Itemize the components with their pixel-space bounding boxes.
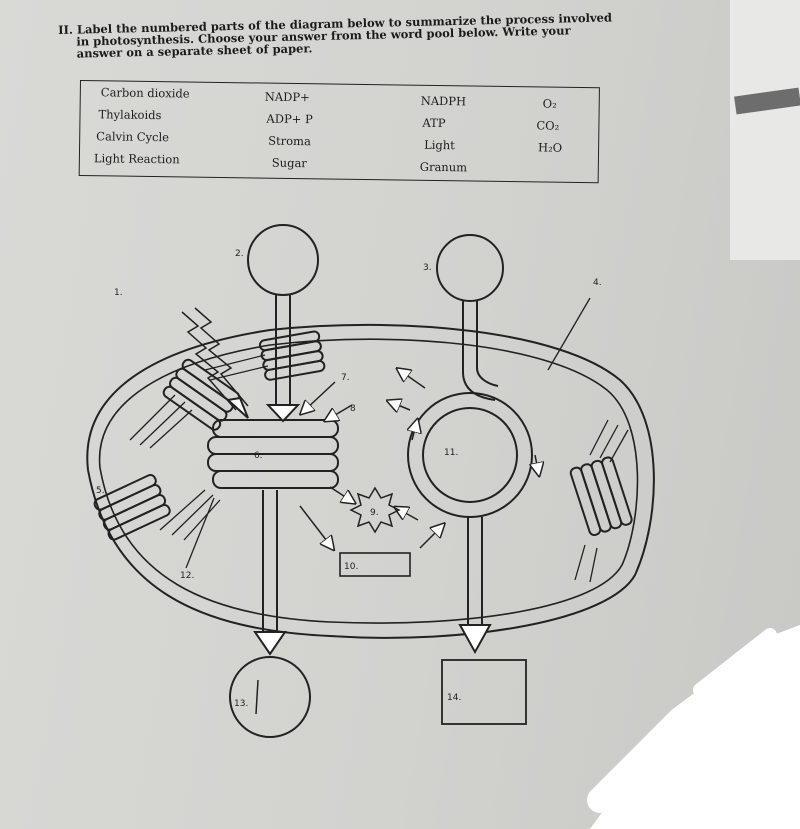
granum-right [569,456,633,537]
pipe-3 [462,300,496,401]
stroma-lamellae [129,354,629,583]
label-5: 5. [96,486,105,496]
answer-box-14 [441,659,527,725]
inner-membrane [98,338,639,624]
leader-4 [547,297,591,371]
light-bolt-2 [194,307,249,407]
starburst-9 [349,486,401,534]
label-11: 11. [444,448,458,458]
label-8: 8 [350,404,356,414]
central-granum [207,419,339,489]
leader-12 [185,497,215,569]
light-bolt-1 [181,311,237,411]
label-1: 1. [114,288,123,298]
input-circle-3 [436,234,504,302]
input-circle-2 [247,224,319,296]
label-14: 14. [447,693,461,703]
label-7: 7. [341,373,350,383]
arrow-from-2 [275,295,291,405]
label-2: 2. [235,249,244,259]
label-13: 13. [234,699,248,709]
label-10: 10. [344,562,358,572]
adjacent-sheet [730,0,800,260]
calvin-cycle-ring [407,392,533,518]
outer-membrane [86,323,655,639]
label-4: 4. [593,278,602,288]
label-6: 6. [254,451,263,461]
answer-box-10 [339,552,411,577]
granum-5 [93,474,171,541]
label-12: 12. [180,571,194,581]
label-3: 3. [423,263,432,273]
label-9: 9. [370,508,379,518]
pipe-14 [467,517,483,625]
answer-circle-13 [229,656,311,738]
arrow-to-13 [262,490,278,632]
